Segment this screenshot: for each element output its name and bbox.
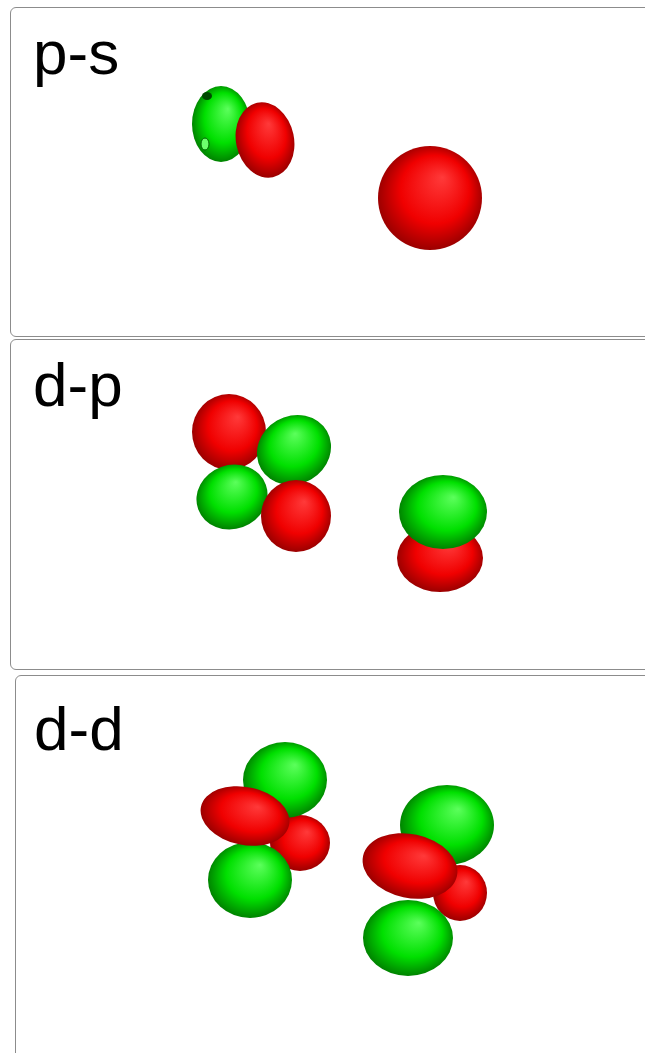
d-orbital <box>187 394 344 552</box>
diagram-panel: d-d <box>15 675 645 1053</box>
panel-label: d-d <box>34 698 124 760</box>
red-lobe <box>261 480 331 552</box>
red-lobe <box>356 825 463 908</box>
lobe-hole <box>201 138 209 150</box>
lobe-hole <box>202 92 212 100</box>
p-orbital <box>192 86 301 183</box>
p-orbital <box>397 475 487 592</box>
panel-label: p-s <box>33 22 119 84</box>
d-orbital <box>195 742 330 918</box>
green-lobe <box>399 475 487 549</box>
green-lobe <box>363 900 453 976</box>
green-lobe <box>208 842 292 918</box>
d-orbital <box>356 785 494 976</box>
panel-label: d-p <box>33 354 123 416</box>
diagram-panel: d-p <box>10 339 645 670</box>
red-lobe <box>195 778 295 853</box>
red-lobe <box>229 97 302 183</box>
s-orbital <box>378 146 482 250</box>
red-lobe <box>192 394 266 470</box>
diagram-panel: p-s <box>10 7 645 337</box>
